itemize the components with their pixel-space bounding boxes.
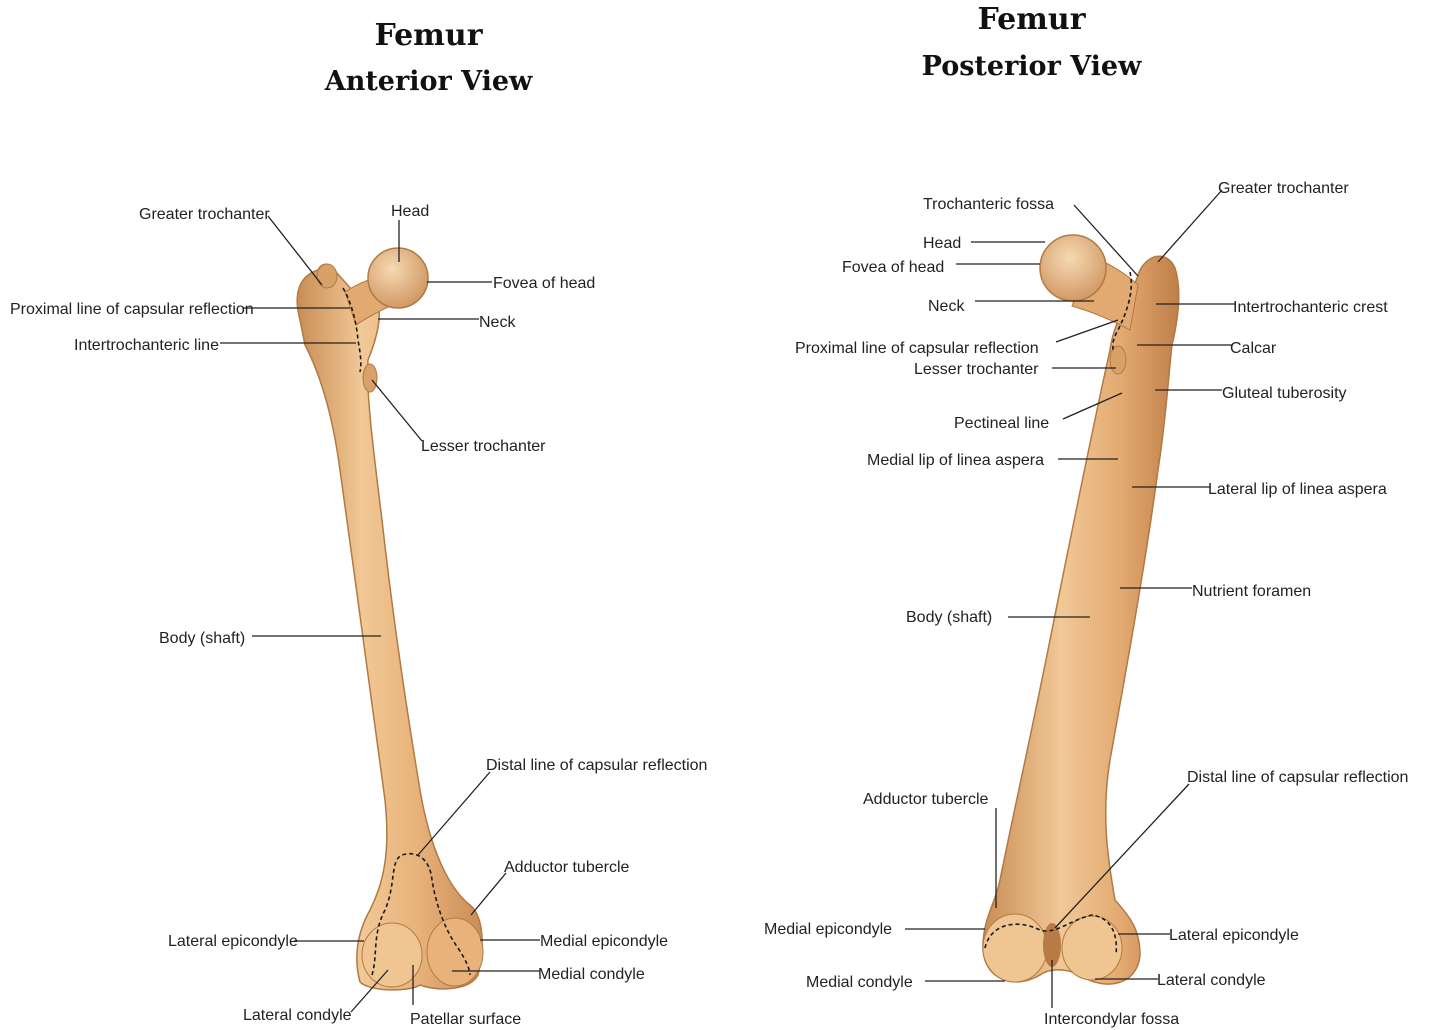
label-intertrochanteric-line: Intertrochanteric line [74, 337, 219, 354]
label-adductor-tubercle: Adductor tubercle [863, 791, 989, 808]
anterior-leader-greater-trochanter [268, 216, 322, 285]
label-medial-condyle: Medial condyle [538, 966, 645, 983]
anterior-femur-bone [297, 264, 482, 990]
posterior-femoral-head [1040, 235, 1106, 301]
posterior-view-panel: Femur Posterior View [721, 0, 1442, 1030]
label-lesser-trochanter: Lesser trochanter [421, 438, 546, 455]
posterior-lateral-condyle-shape [1062, 916, 1122, 980]
anterior-view-panel: Femur Anterior View [0, 0, 721, 1030]
anterior-leader-adductor [471, 873, 506, 915]
label-lateral-condyle: Lateral condyle [243, 1007, 352, 1024]
label-patellar-surface: Patellar surface [410, 1011, 521, 1028]
label-medial-lip: Medial lip of linea aspera [867, 452, 1044, 469]
label-intercondylar-fossa: Intercondylar fossa [1044, 1011, 1179, 1028]
anterior-leader-lesser-trochanter [372, 380, 422, 441]
label-fovea-of-head: Fovea of head [842, 259, 944, 276]
label-lateral-lip: Lateral lip of linea aspera [1208, 481, 1387, 498]
label-calcar: Calcar [1230, 340, 1277, 357]
label-nutrient-foramen: Nutrient foramen [1192, 583, 1311, 600]
label-lesser-trochanter: Lesser trochanter [914, 361, 1039, 378]
posterior-lesser-trochanter-shape [1110, 346, 1126, 374]
label-body-shaft: Body (shaft) [159, 630, 245, 647]
anterior-leader-distal-line [418, 772, 490, 855]
label-greater-trochanter: Greater trochanter [139, 206, 270, 223]
label-body-shaft: Body (shaft) [906, 609, 992, 626]
label-trochanteric-fossa: Trochanteric fossa [923, 196, 1054, 213]
label-gluteal-tuberosity: Gluteal tuberosity [1222, 385, 1347, 402]
label-adductor-tubercle: Adductor tubercle [504, 859, 630, 876]
label-fovea-of-head: Fovea of head [493, 275, 595, 292]
label-head: Head [391, 203, 429, 220]
label-medial-epicondyle: Medial epicondyle [540, 933, 668, 950]
label-intertrochanteric-crest: Intertrochanteric crest [1233, 299, 1388, 316]
label-distal-line: Distal line of capsular reflection [486, 757, 707, 774]
posterior-femur-diagram: Trochanteric fossa Greater trochanter He… [721, 0, 1442, 1030]
posterior-leader-greater-trochanter [1158, 190, 1222, 262]
anterior-femoral-head [368, 248, 428, 308]
label-lateral-epicondyle: Lateral epicondyle [1169, 927, 1299, 944]
label-medial-epicondyle: Medial epicondyle [764, 921, 892, 938]
posterior-medial-condyle-shape [983, 914, 1047, 982]
anterior-medial-condyle-shape [427, 918, 483, 986]
label-head: Head [923, 235, 961, 252]
label-lateral-condyle: Lateral condyle [1157, 972, 1266, 989]
label-neck: Neck [479, 314, 516, 331]
posterior-leader-proximal-line [1056, 320, 1118, 342]
anterior-lesser-trochanter-shape [363, 364, 377, 392]
anterior-femur-diagram: Greater trochanter Head Fovea of head Pr… [0, 0, 721, 1030]
label-medial-condyle: Medial condyle [806, 974, 913, 991]
label-distal-line: Distal line of capsular reflection [1187, 769, 1408, 786]
label-proximal-line: Proximal line of capsular reflection [795, 340, 1039, 357]
label-greater-trochanter: Greater trochanter [1218, 180, 1349, 197]
label-lateral-epicondyle: Lateral epicondyle [168, 933, 298, 950]
label-neck: Neck [928, 298, 965, 315]
anterior-greater-trochanter-tip [317, 264, 337, 288]
label-pectineal-line: Pectineal line [954, 415, 1049, 432]
label-proximal-line: Proximal line of capsular reflection [10, 301, 254, 318]
